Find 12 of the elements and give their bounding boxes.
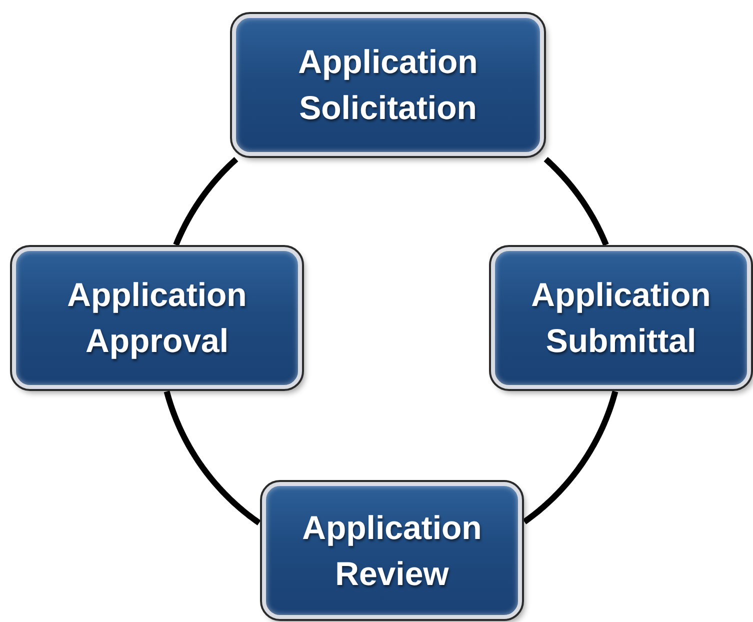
connector-line bbox=[522, 390, 618, 524]
connector-line bbox=[544, 156, 609, 246]
process-box bbox=[262, 482, 522, 619]
box-label: Application Review bbox=[301, 508, 483, 594]
connector-line bbox=[173, 156, 238, 246]
process-box bbox=[12, 247, 302, 389]
box-label: Application Submittal bbox=[530, 275, 712, 361]
process-box bbox=[232, 14, 544, 156]
connector-line bbox=[164, 390, 261, 526]
process-box bbox=[491, 247, 751, 389]
box-label: Application Solicitation bbox=[297, 42, 479, 128]
box-label: Application Approval bbox=[66, 275, 248, 361]
